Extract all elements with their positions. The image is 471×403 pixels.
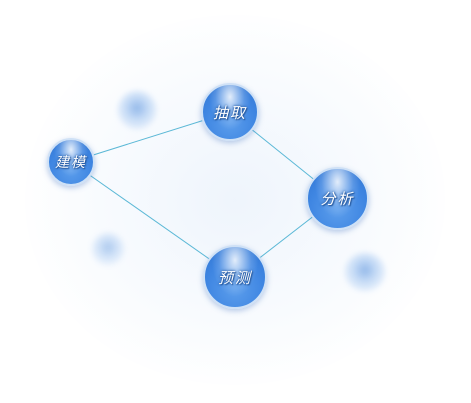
background-halo [25,15,445,385]
node-label-yuce: 预测 [217,268,252,287]
decorative-blob-1 [118,91,156,129]
node-label-chouqu: 抽取 [212,103,247,122]
node-jianmo[interactable]: 建模 [47,138,95,186]
node-label-jianmo: 建模 [55,155,87,171]
decorative-blob-2 [92,233,124,265]
node-label-fenxi: 分析 [320,190,355,208]
node-fenxi[interactable]: 分析 [306,167,369,230]
node-yuce[interactable]: 预测 [203,245,267,309]
edge-yuce-jianmo [70,161,236,278]
node-chouqu[interactable]: 抽取 [201,83,259,141]
decorative-blob-3 [345,253,385,291]
